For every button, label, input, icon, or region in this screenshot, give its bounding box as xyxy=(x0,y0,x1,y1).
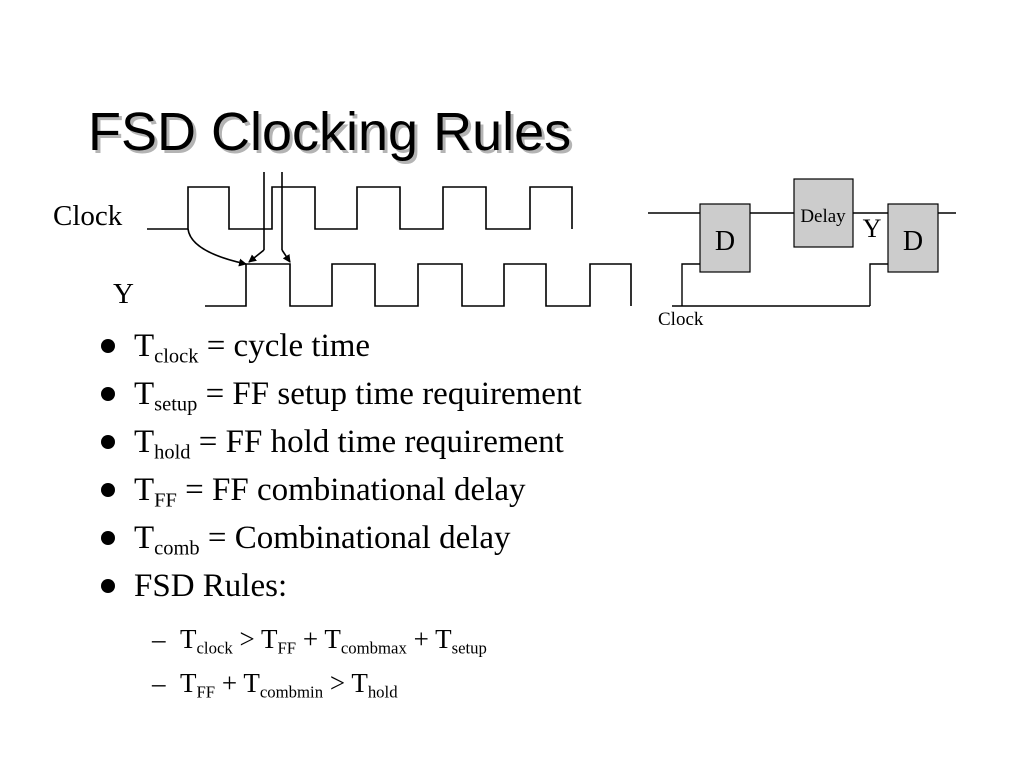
bullet-dot xyxy=(101,531,115,545)
rule-dash: – xyxy=(152,668,166,698)
bullet-dot xyxy=(101,339,115,353)
y-label: Y xyxy=(113,278,134,310)
setup-time-arrow xyxy=(281,249,291,263)
bullet-dot xyxy=(101,435,115,449)
bullet-dot xyxy=(101,579,115,593)
clock-wire-left xyxy=(681,263,700,306)
rule-dash: – xyxy=(152,624,166,654)
bullet-thold: Thold = FF hold time requirement xyxy=(98,418,582,466)
bullet-tclock: Tclock = cycle time xyxy=(98,322,582,370)
delay-block xyxy=(793,178,854,248)
clock-to-y-arrow xyxy=(187,228,247,267)
circuit-y-label: Y xyxy=(863,214,882,243)
bullet-dot xyxy=(101,387,115,401)
clock-waveform xyxy=(147,186,573,230)
rule-setup-constraint: – Tclock > TFF + Tcombmax + Tsetup xyxy=(152,617,487,661)
bullet-tsetup: Tsetup = FF setup time requirement xyxy=(98,370,582,418)
rule-hold-constraint: – TFF + Tcombmin > Thold xyxy=(152,661,487,705)
circuit-diagram xyxy=(648,178,956,307)
bullet-dot xyxy=(101,483,115,497)
clock-label: Clock xyxy=(53,200,123,232)
circuit-clock-label: Clock xyxy=(658,309,704,330)
rules-list: – Tclock > TFF + Tcombmax + Tsetup – TFF… xyxy=(152,617,487,705)
delay-label: Delay xyxy=(800,206,846,227)
right-flip-flop xyxy=(887,203,939,273)
right-ff-label: D xyxy=(903,226,923,257)
bullet-tff: TFF = FF combinational delay xyxy=(98,466,582,514)
bullet-list: Tclock = cycle time Tsetup = FF setup ti… xyxy=(98,322,582,610)
y-waveform xyxy=(205,263,632,307)
hold-time-arrow xyxy=(248,249,265,263)
timing-diagram xyxy=(147,172,632,307)
slide-title: FSD Clocking Rules xyxy=(88,102,572,162)
bullet-fsd-rules: FSD Rules: xyxy=(98,562,582,610)
bullet-tcomb: Tcomb = Combinational delay xyxy=(98,514,582,562)
left-ff-label: D xyxy=(715,226,735,257)
left-flip-flop xyxy=(699,203,751,273)
clock-wire-right xyxy=(869,263,888,306)
